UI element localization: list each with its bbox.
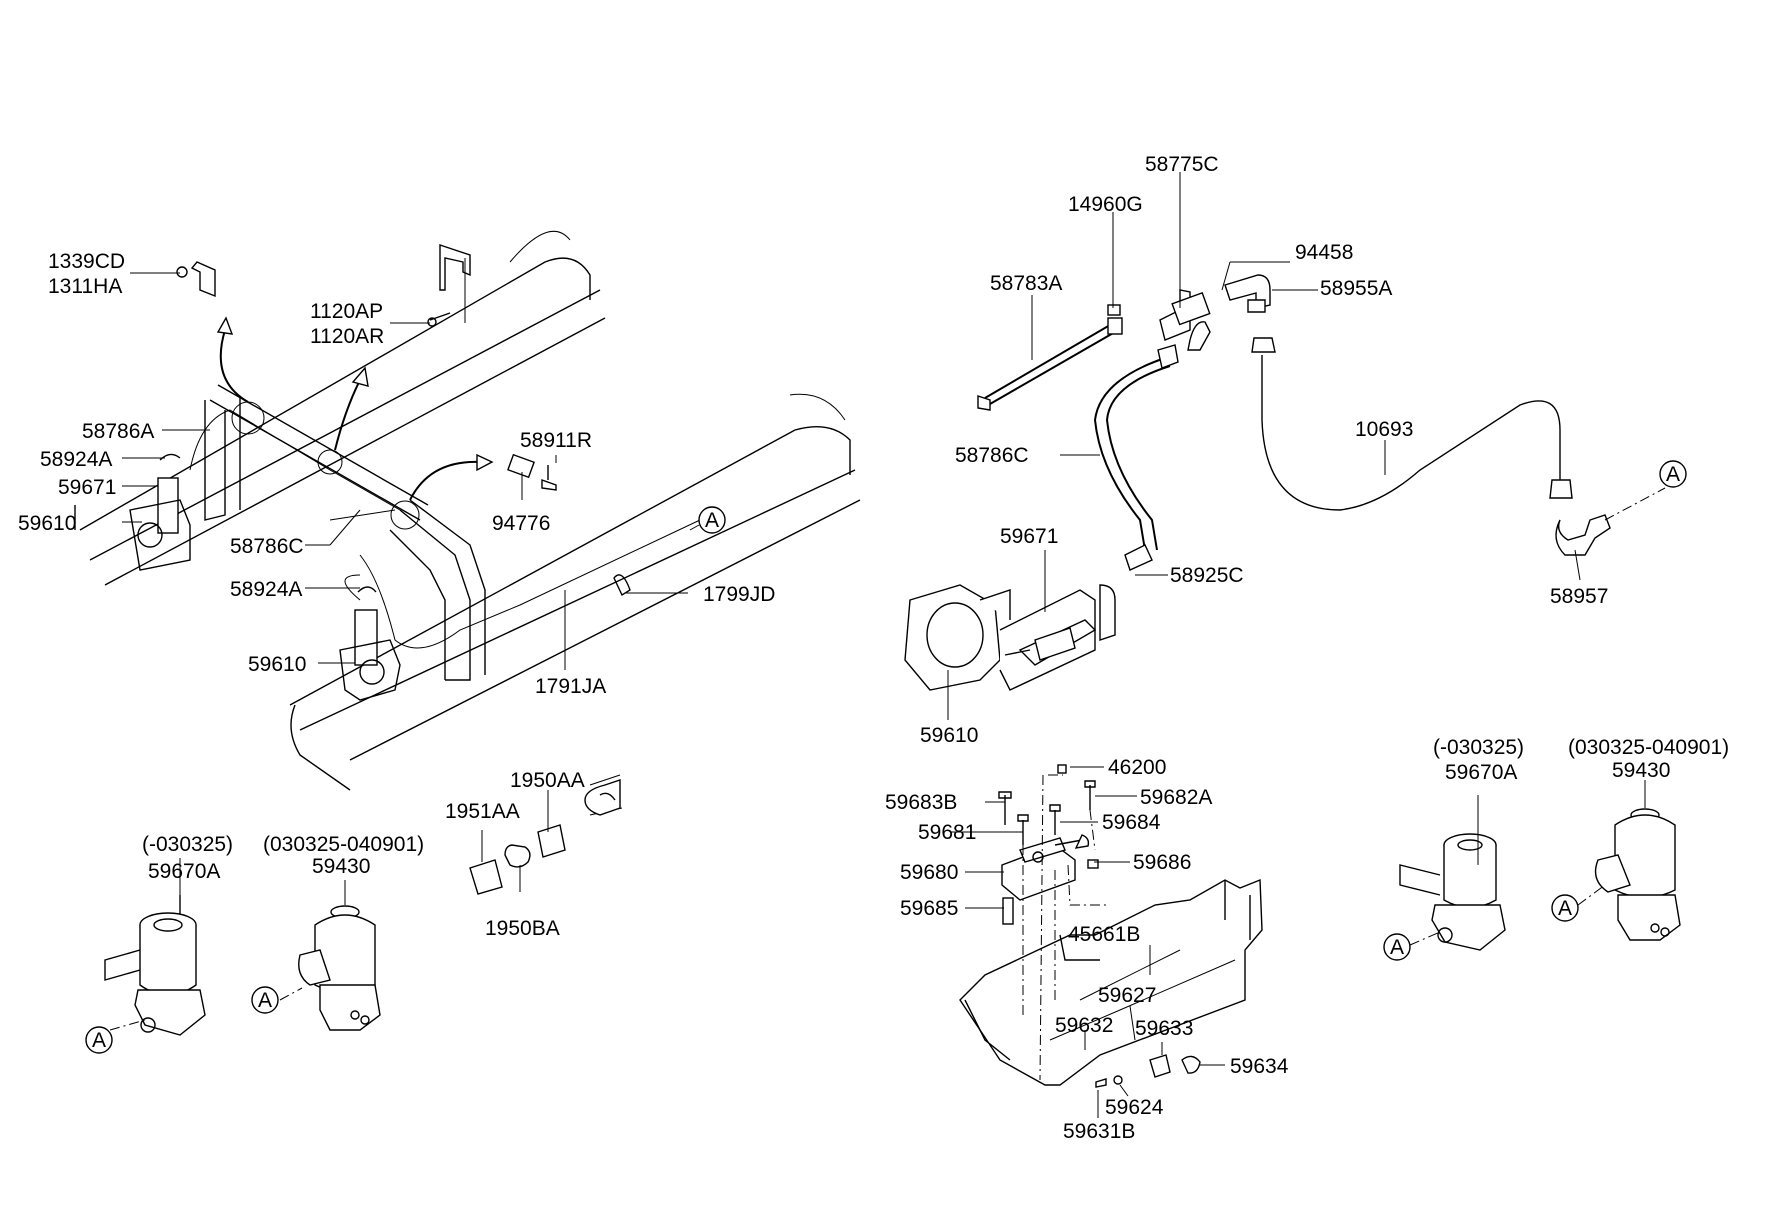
ref-a-valve-left-1: A bbox=[85, 1026, 113, 1054]
label-58911r: 58911R bbox=[520, 429, 592, 452]
svg-text:A: A bbox=[1558, 897, 1572, 920]
transmission-housing bbox=[959, 764, 1263, 1088]
ref-a-frame: A bbox=[689, 506, 726, 534]
label-94458: 94458 bbox=[1295, 241, 1353, 264]
label-45661b: 45661B bbox=[1068, 923, 1140, 946]
label-59632: 59632 bbox=[1055, 1014, 1113, 1037]
label-14960g: 14960G bbox=[1068, 193, 1143, 216]
bracket-1120ap bbox=[427, 244, 471, 327]
label-59610-lower: 59610 bbox=[248, 653, 306, 676]
label-59627: 59627 bbox=[1098, 984, 1156, 1007]
label-59685: 59685 bbox=[900, 897, 958, 920]
label-59671-right: 59671 bbox=[1000, 525, 1058, 548]
label-59624: 59624 bbox=[1105, 1096, 1164, 1119]
label-59680: 59680 bbox=[900, 861, 958, 884]
label-58786c-frame: 58786C bbox=[230, 535, 304, 558]
label-59671-upper: 59671 bbox=[58, 476, 116, 499]
label-59683b: 59683B bbox=[885, 791, 957, 814]
label-rev-030325-left: (-030325) bbox=[142, 833, 233, 856]
ref-a-valve-right-2: A bbox=[1551, 894, 1579, 922]
reference-markers: A A A A A A bbox=[85, 460, 1687, 1054]
ref-a-valve-right-1: A bbox=[1383, 933, 1411, 961]
label-58924a-upper: 58924A bbox=[40, 448, 112, 471]
label-rev-030325-040901-left: (030325-040901) bbox=[263, 833, 424, 856]
bracket-1339cd bbox=[176, 261, 216, 298]
svg-text:A: A bbox=[1666, 463, 1680, 486]
frame-rails bbox=[74, 230, 861, 791]
label-1120ar: 1120AR bbox=[310, 325, 384, 348]
label-94776: 94776 bbox=[492, 512, 550, 535]
label-59633: 59633 bbox=[1135, 1017, 1193, 1040]
svg-text:A: A bbox=[1390, 936, 1404, 959]
svg-text:A: A bbox=[258, 989, 272, 1012]
label-59682a: 59682A bbox=[1140, 786, 1212, 809]
label-58786c-line: 58786C bbox=[955, 444, 1029, 467]
label-58783a: 58783A bbox=[990, 272, 1062, 295]
label-1120ap: 1120AP bbox=[310, 300, 383, 323]
label-59430-left: 59430 bbox=[312, 855, 370, 878]
label-1950ba: 1950BA bbox=[485, 917, 560, 940]
ref-a-valve-left-2: A bbox=[251, 986, 279, 1014]
ref-a-line-right: A bbox=[1659, 460, 1687, 488]
label-59430-right: 59430 bbox=[1612, 759, 1670, 782]
label-59681: 59681 bbox=[918, 821, 976, 844]
relay-valve-59430-left bbox=[298, 905, 381, 1031]
relay-valve-59670a-right bbox=[1399, 833, 1506, 951]
svg-text:A: A bbox=[705, 509, 719, 532]
label-58775c: 58775C bbox=[1145, 153, 1219, 176]
label-rev-030325-right: (-030325) bbox=[1433, 736, 1524, 759]
label-1791ja: 1791JA bbox=[535, 675, 606, 698]
label-58924a-lower: 58924A bbox=[230, 578, 302, 601]
svg-text:A: A bbox=[92, 1029, 106, 1052]
leader-lines bbox=[109, 172, 1646, 1118]
air-cylinder-upper bbox=[129, 453, 191, 571]
label-rev-030325-040901-right: (030325-040901) bbox=[1568, 736, 1729, 759]
part-labels: 1339CD 1311HA 1120AP 1120AR 58786A 58924… bbox=[18, 153, 1729, 1143]
relay-valve-59430-right bbox=[1594, 808, 1681, 941]
label-59631b: 59631B bbox=[1063, 1120, 1135, 1143]
label-58957: 58957 bbox=[1550, 585, 1608, 608]
label-59670a-left: 59670A bbox=[148, 860, 220, 883]
actuator-59610-right bbox=[904, 544, 1153, 691]
label-46200: 46200 bbox=[1108, 756, 1166, 779]
label-58786a: 58786A bbox=[82, 420, 154, 443]
relay-valve-59670a-left bbox=[104, 895, 206, 1036]
label-58925c: 58925C bbox=[1170, 564, 1244, 587]
label-1339cd: 1339CD bbox=[48, 250, 125, 273]
label-59670a-right: 59670A bbox=[1445, 761, 1517, 784]
label-59610-right: 59610 bbox=[920, 724, 978, 747]
label-1950aa: 1950AA bbox=[510, 769, 585, 792]
label-59686: 59686 bbox=[1133, 851, 1191, 874]
clamp-94776 bbox=[507, 453, 557, 491]
control-lines bbox=[977, 274, 1666, 556]
label-59610-upper: 59610 bbox=[18, 512, 76, 535]
label-10693: 10693 bbox=[1355, 418, 1413, 441]
label-1311ha: 1311HA bbox=[48, 275, 122, 298]
label-59684: 59684 bbox=[1102, 811, 1161, 834]
fittings-1950 bbox=[469, 774, 623, 895]
label-1951aa: 1951AA bbox=[445, 800, 520, 823]
air-cylinder-lower bbox=[339, 586, 401, 701]
label-1799jd: 1799JD bbox=[703, 583, 775, 606]
label-59634: 59634 bbox=[1230, 1055, 1289, 1078]
label-58955a: 58955A bbox=[1320, 277, 1392, 300]
